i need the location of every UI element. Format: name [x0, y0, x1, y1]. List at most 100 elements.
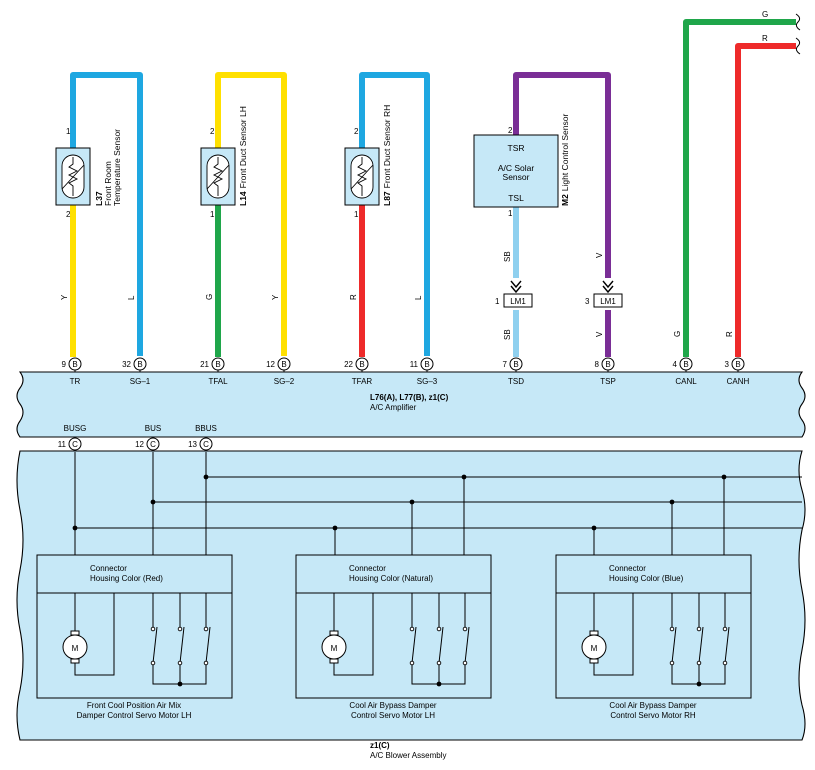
l14-pin-bottom: 1: [210, 210, 215, 219]
l37-pin-bottom: 2: [66, 210, 71, 219]
pin-label: SG–2: [274, 377, 295, 386]
connector-header-line2: Housing Color (Red): [90, 574, 163, 583]
lm1-right-label: LM1: [600, 297, 616, 306]
l37-label: L37: [94, 191, 104, 206]
pin-connector-letter: C: [72, 440, 78, 449]
pin-number: 22: [344, 360, 353, 369]
pin-connector-letter: B: [424, 360, 429, 369]
wire-label-g-canl: G: [673, 331, 682, 337]
amplifier-top-pins: B9TRB32SG–1B21TFALB12SG–2B22TFARB11SG–3B…: [62, 357, 750, 386]
pin-label: TFAR: [352, 377, 373, 386]
lm1-joint-left: [503, 293, 533, 308]
l37-name-line2: Temperature Sensor: [112, 129, 122, 206]
sensor-l14: [200, 147, 236, 206]
l14-label: L14Front Duct Sensor LH: [238, 106, 248, 206]
servo-caption-line2: Control Servo Motor LH: [351, 711, 435, 720]
servo-caption-line1: Front Cool Position Air Mix: [87, 701, 181, 710]
sensor-l87: [344, 147, 380, 206]
wire-label-v-upper: V: [595, 252, 604, 258]
pin-connector-letter: B: [605, 360, 610, 369]
pin-connector-letter: C: [150, 440, 156, 449]
wire-label-l-sg1: L: [127, 295, 136, 300]
wire-label-l-sg3: L: [414, 295, 423, 300]
pin-number: 4: [673, 360, 678, 369]
switch-icon: [203, 593, 211, 666]
pin-label: TSD: [508, 377, 524, 386]
l87-pin-top: 2: [354, 127, 359, 136]
pin-label: TSP: [600, 377, 616, 386]
wire-tr-blue: [70, 72, 143, 356]
cut-mark-r: [795, 37, 801, 55]
l87-pin-bottom: 1: [354, 210, 359, 219]
chevron-icon: [510, 280, 522, 294]
m2-tsl: TSL: [508, 193, 524, 203]
sensor-l37: [55, 147, 91, 206]
pin-number: 21: [200, 360, 209, 369]
pin-label: TR: [70, 377, 81, 386]
pin-number: 7: [503, 360, 508, 369]
motor-symbol: M: [72, 644, 79, 653]
pin-label: BBUS: [195, 424, 217, 433]
motor-symbol: M: [331, 644, 338, 653]
servo-caption-line1: Cool Air Bypass Damper: [349, 701, 436, 710]
pin-number: 8: [595, 360, 600, 369]
l14-pin-top: 2: [210, 127, 215, 136]
wire-label-r-canh: R: [725, 331, 734, 337]
amplifier-name: A/C Amplifier: [370, 403, 417, 412]
lm1-left-label: LM1: [510, 297, 526, 306]
chevron-icon: [602, 280, 614, 294]
wire-label-y-sg2: Y: [271, 294, 280, 300]
blower-code: z1(C): [370, 741, 390, 750]
connector-header: [295, 554, 492, 594]
wire-label-r-tfar: R: [349, 294, 358, 300]
amplifier-panel: [16, 371, 806, 438]
l87-label: L87Front Duct Sensor RH: [382, 105, 392, 206]
wire-canh-red: [735, 43, 796, 357]
pin-label: SG–1: [130, 377, 151, 386]
pin-label: CANL: [675, 377, 697, 386]
connector-header: [36, 554, 233, 594]
cut-mark-g: [795, 13, 801, 31]
pin-connector-letter: B: [137, 360, 142, 369]
pin-label: TFAL: [208, 377, 228, 386]
motor-symbol: M: [591, 644, 598, 653]
l37-pin-top: 1: [66, 127, 71, 136]
m2-tsr: TSR: [508, 143, 525, 153]
svg-text:L14Front Duct Sensor LH: L14Front Duct Sensor LH: [238, 106, 248, 206]
switch-icon: [462, 593, 470, 666]
wire-label-y-tr: Y: [60, 294, 69, 300]
connector-header: [555, 554, 752, 594]
switch-icon: [150, 593, 158, 666]
pin-label: BUS: [145, 424, 161, 433]
wire-tsp-purple: [513, 72, 611, 278]
switch-icon: [696, 593, 704, 666]
svg-text:M2Light Control Sensor: M2Light Control Sensor: [560, 114, 570, 206]
m2-pin-top: 2: [508, 126, 513, 135]
wire-label-g-top: G: [762, 10, 768, 19]
m2-box-line2: Sensor: [503, 172, 530, 182]
pin-connector-letter: B: [735, 360, 740, 369]
svg-text:L87Front Duct Sensor RH: L87Front Duct Sensor RH: [382, 105, 392, 206]
connector-header-line1: Connector: [90, 564, 127, 573]
wire-label-v-lower: V: [595, 331, 604, 337]
pin-label: CANH: [727, 377, 750, 386]
wire-label-r-top: R: [762, 34, 768, 43]
lm1-right-pin: 3: [585, 297, 590, 306]
lm1-left-pin: 1: [495, 297, 500, 306]
wire-tfar-blue: [359, 72, 430, 356]
amplifier-codes: L76(A), L77(B), z1(C): [370, 393, 449, 402]
servo-caption-line2: Damper Control Servo Motor LH: [77, 711, 192, 720]
pin-label: BUSG: [64, 424, 87, 433]
pin-number: 3: [725, 360, 730, 369]
wire-tfal-yellow: [215, 72, 287, 356]
pin-number: 11: [410, 360, 419, 369]
